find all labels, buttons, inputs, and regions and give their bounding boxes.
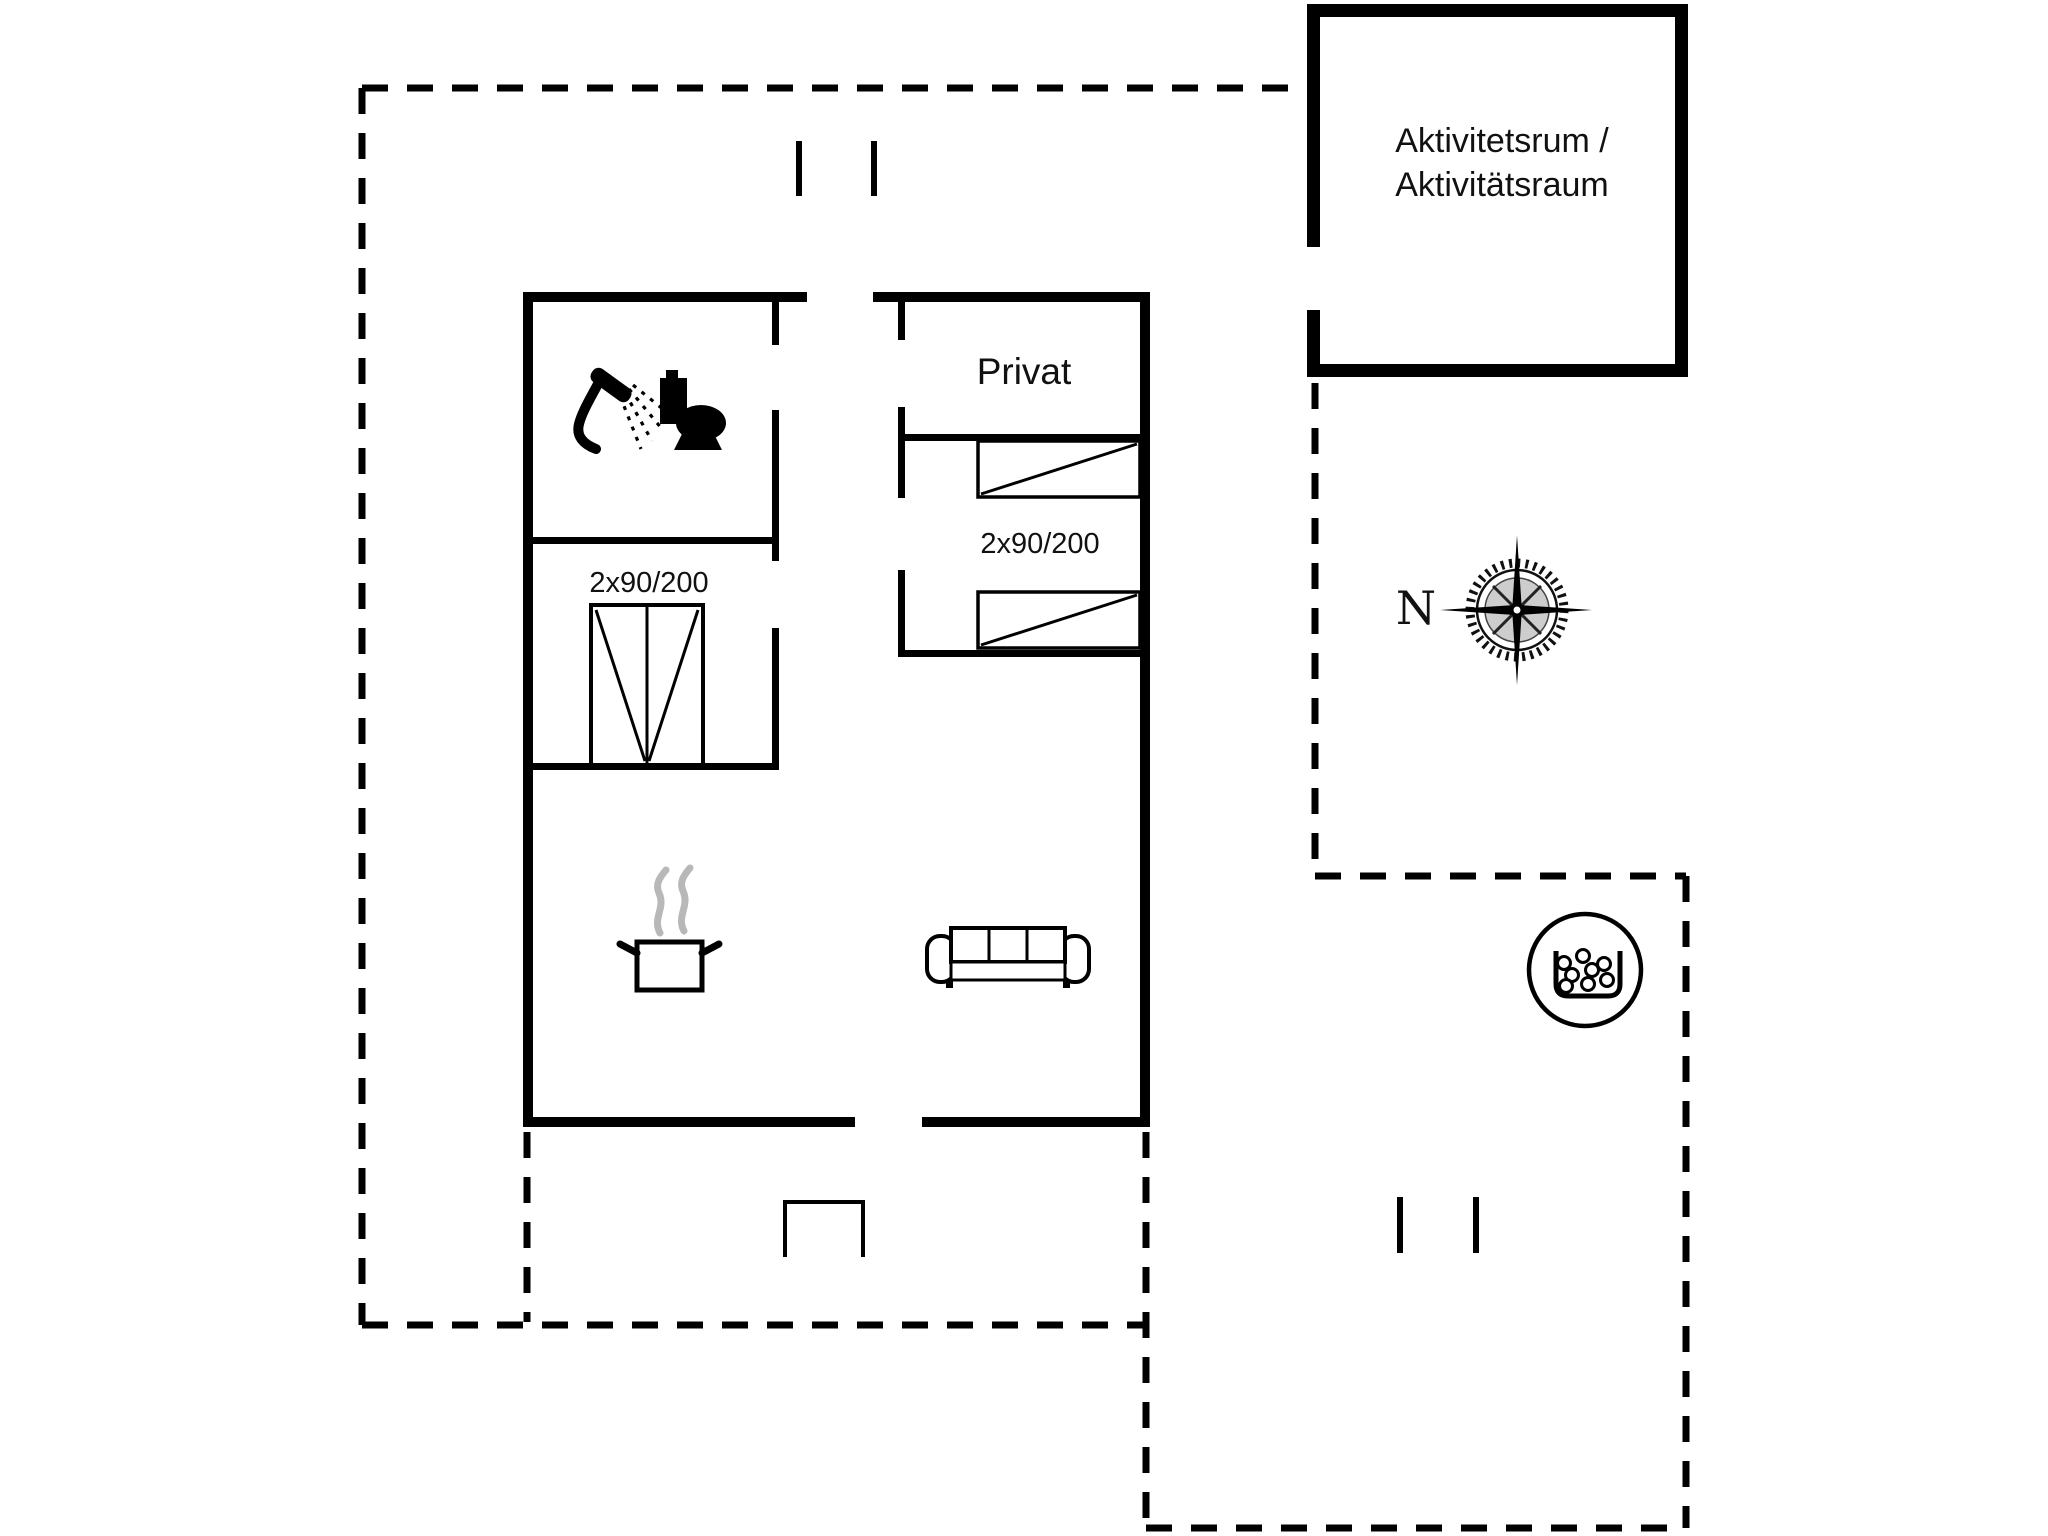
compass-rose-icon bbox=[1440, 535, 1592, 685]
bunk-bed-icon bbox=[976, 439, 1142, 650]
house-wall-bottom-right-segment bbox=[922, 1117, 1150, 1127]
wall-privat-bottom bbox=[905, 434, 1140, 441]
activity-room-walls bbox=[1307, 4, 1688, 377]
activity-wall-right bbox=[1675, 4, 1688, 377]
wall-bunkroom-bottom bbox=[905, 650, 1140, 657]
wall-bath-right-a bbox=[772, 302, 779, 345]
wall-privat-left-c bbox=[898, 570, 905, 657]
sofa-icon bbox=[925, 926, 1091, 988]
house-wall-bottom-left-segment bbox=[523, 1117, 855, 1127]
double-bed-icon bbox=[589, 603, 705, 768]
wall-privat-left-a bbox=[898, 302, 905, 340]
compass-north-label: N bbox=[1395, 581, 1437, 636]
cooking-pot-icon bbox=[616, 864, 723, 993]
activity-wall-left-lower bbox=[1307, 310, 1320, 377]
house-wall-right bbox=[1140, 292, 1150, 1127]
shower-icon bbox=[573, 367, 671, 454]
shower-spray bbox=[618, 383, 671, 450]
activity-room-label-line2: Aktivitätsraum bbox=[1395, 166, 1609, 204]
activity-wall-left-upper bbox=[1307, 4, 1320, 247]
grill-coals bbox=[1556, 948, 1615, 994]
house-wall-top-right-segment bbox=[873, 292, 1150, 302]
activity-room-label-line1: Aktivitetsrum / bbox=[1395, 122, 1609, 160]
bunk-beds-size-label: 2x90/200 bbox=[980, 528, 1100, 561]
house-wall-left bbox=[523, 292, 533, 1127]
step-icon bbox=[783, 1200, 865, 1257]
wall-bathroom-bottom bbox=[533, 537, 772, 544]
main-house-walls bbox=[523, 292, 1150, 1127]
house-wall-top-left-segment bbox=[523, 292, 807, 302]
toilet-icon bbox=[660, 370, 726, 450]
private-room-label: Privat bbox=[976, 350, 1072, 392]
terrace-boundary-dashed bbox=[358, 84, 1690, 1532]
activity-room-label: Aktivitetsrum / Aktivitätsraum bbox=[1395, 119, 1609, 207]
activity-wall-top bbox=[1307, 4, 1688, 17]
wall-privat-left-b bbox=[898, 407, 905, 498]
steam-icon bbox=[653, 864, 694, 937]
grill-icon bbox=[1526, 911, 1644, 1029]
activity-wall-bottom bbox=[1307, 364, 1688, 377]
bedroom-beds-size-label: 2x90/200 bbox=[589, 567, 709, 600]
wall-bath-right-b bbox=[772, 410, 779, 561]
door-opening-marks bbox=[796, 141, 1479, 1253]
wall-bed-right-c bbox=[772, 628, 779, 770]
